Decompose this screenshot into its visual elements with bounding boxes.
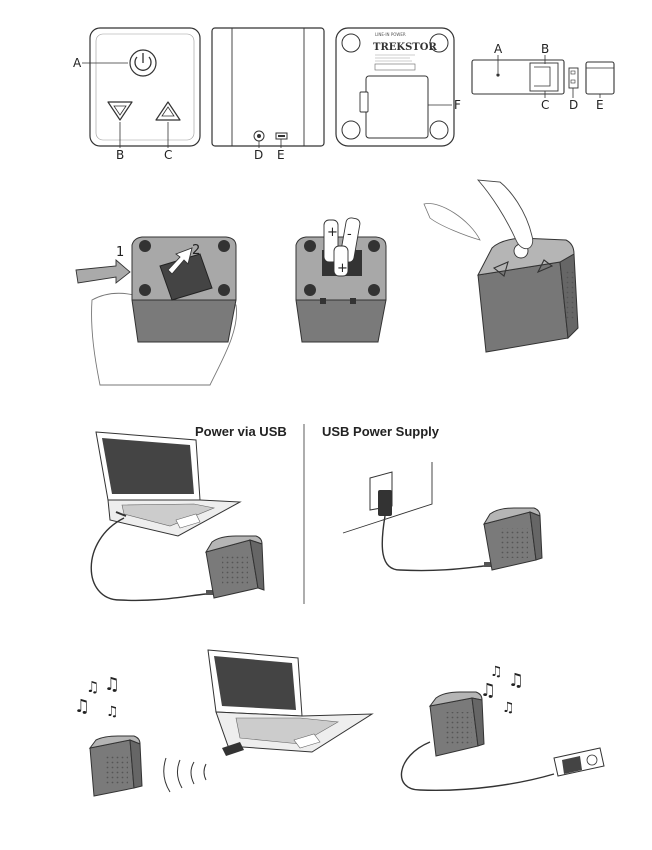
callout-label-b: B xyxy=(116,148,124,162)
music-notes-left: ♫ ♫ ♫ ♫ xyxy=(74,674,120,720)
wall-adapter-illustration xyxy=(343,462,542,571)
callout-label-f: F xyxy=(454,98,461,112)
power-supply-heading: USB Power Supply xyxy=(322,424,440,439)
svg-text:♫: ♫ xyxy=(106,704,119,720)
svg-text:+: + xyxy=(337,261,348,276)
speaker-left xyxy=(90,736,142,796)
port-labels-text: LINE-IN POWER xyxy=(375,32,406,37)
svg-text:♫: ♫ xyxy=(86,678,99,696)
press-power-illustration xyxy=(424,180,578,352)
adapter-cable xyxy=(382,516,484,571)
speaker-right xyxy=(430,692,484,756)
power-adapter xyxy=(378,490,392,516)
callout-label-a: A xyxy=(73,56,82,70)
svg-text:-: - xyxy=(347,227,352,242)
callout-label-e: E xyxy=(277,148,285,162)
usb-dongle-panel: A B C D E xyxy=(472,42,614,112)
dongle-label-e: E xyxy=(596,98,604,112)
push-arrow-icon xyxy=(76,260,130,283)
brand-logo: TREKSTOR xyxy=(373,42,437,53)
top-view-panel: A B C xyxy=(73,28,200,162)
step-2-label: 2 xyxy=(192,243,200,258)
music-notes-right: ♫ ♫ ♫ ♫ xyxy=(480,664,524,716)
remove-battery-lid-illustration: 1 2 xyxy=(76,237,237,385)
aux-cable xyxy=(401,742,554,790)
dongle-label-c: C xyxy=(541,98,549,112)
svg-text:♫: ♫ xyxy=(480,680,496,701)
dongle-label-a: A xyxy=(494,42,503,56)
insert-batteries-illustration: + - + xyxy=(296,217,386,342)
bottom-view-panel: LINE-IN POWER TREKSTOR F xyxy=(336,28,461,146)
side-view-panel: D E xyxy=(212,28,324,162)
svg-text:♫: ♫ xyxy=(508,670,524,691)
battery-compartment-lid xyxy=(360,76,428,138)
laptop-with-dongle-illustration xyxy=(208,650,372,756)
dongle-cap xyxy=(586,62,614,94)
svg-text:♫: ♫ xyxy=(104,674,120,695)
bluetooth-waves-icon xyxy=(164,758,206,792)
callout-label-c: C xyxy=(164,148,172,162)
usb-power-heading: Power via USB xyxy=(195,424,287,439)
svg-text:+: + xyxy=(327,225,338,240)
step-1-label: 1 xyxy=(116,245,124,260)
dongle-label-d: D xyxy=(569,98,578,112)
dongle-label-b: B xyxy=(541,42,549,56)
svg-text:♫: ♫ xyxy=(502,700,515,716)
laptop-usb-illustration xyxy=(91,432,264,600)
svg-text:♫: ♫ xyxy=(490,664,503,680)
callout-label-d: D xyxy=(254,148,263,162)
mp3-player-illustration xyxy=(554,748,604,776)
svg-text:♫: ♫ xyxy=(74,696,90,717)
battery-lower: + xyxy=(334,246,348,276)
status-led-icon xyxy=(496,73,499,76)
